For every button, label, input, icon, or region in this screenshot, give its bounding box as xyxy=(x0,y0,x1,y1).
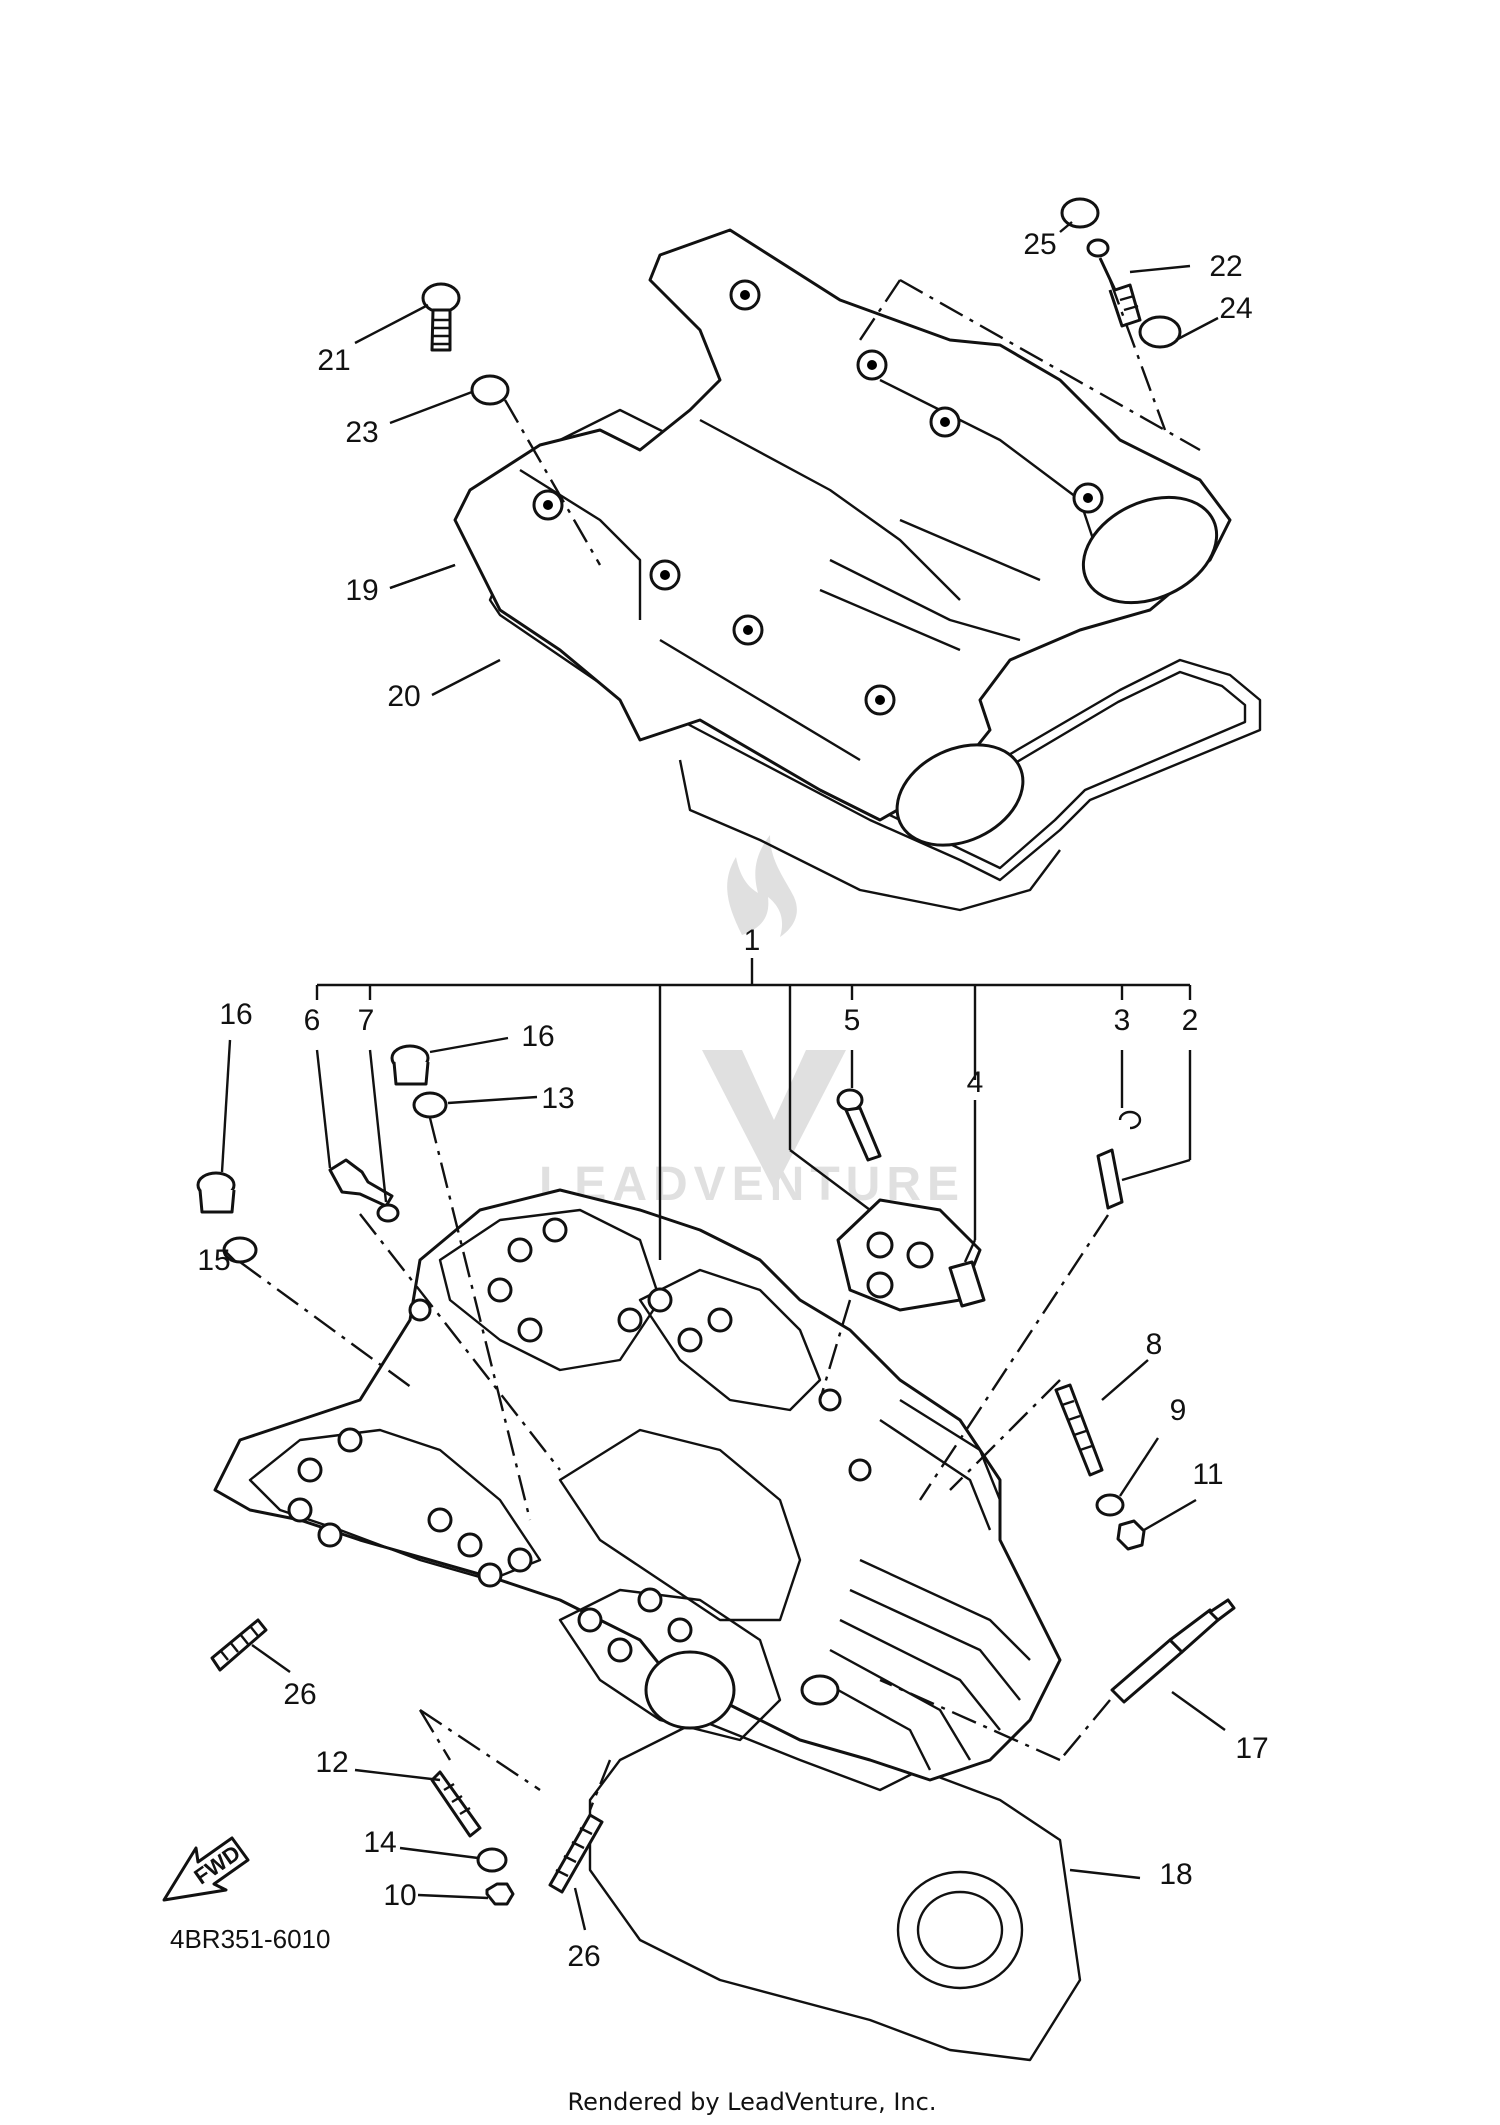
callout-16-right: 16 xyxy=(521,1020,554,1053)
cap-nut-16-right-part xyxy=(390,1044,430,1086)
callout-26-bottom: 26 xyxy=(567,1940,600,1973)
cover-end-cap-bottom xyxy=(895,743,1025,847)
callout-3: 3 xyxy=(1114,1004,1131,1037)
cylinder-head-part xyxy=(213,1188,1062,1782)
washer-14-part xyxy=(476,1847,508,1873)
callout-24: 24 xyxy=(1219,292,1252,325)
cover-bolt-holes xyxy=(532,279,1104,716)
head-gasket-bore xyxy=(896,1870,1024,1990)
cover-ridge-2 xyxy=(699,418,961,601)
washer-7-part xyxy=(376,1203,400,1223)
head-gasket-part xyxy=(588,1718,1082,2062)
cover-ridge-3 xyxy=(659,638,861,762)
bolt-22-part xyxy=(1086,238,1142,328)
callout-19: 19 xyxy=(345,574,378,607)
bearing-cap-4-part xyxy=(836,1198,986,1312)
intake-port-rear xyxy=(800,1674,840,1706)
spark-plug-17-part xyxy=(1110,1598,1236,1704)
clip-3-part xyxy=(1118,1110,1142,1130)
callout-17: 17 xyxy=(1235,1732,1268,1765)
callout-15: 15 xyxy=(197,1244,230,1277)
fwd-arrow-icon xyxy=(162,1836,250,1902)
grommet-23-part xyxy=(470,374,510,406)
callout-8: 8 xyxy=(1146,1328,1163,1361)
callout-14: 14 xyxy=(363,1826,396,1859)
callout-18: 18 xyxy=(1159,1858,1192,1891)
callout-2: 2 xyxy=(1182,1004,1199,1037)
stud-26-bottom-part xyxy=(548,1813,604,1894)
valve-pocket-rear xyxy=(438,1208,662,1372)
callout-13: 13 xyxy=(541,1082,574,1115)
nut-10-part xyxy=(485,1882,515,1906)
washer-9-part xyxy=(1095,1493,1125,1517)
diagram-code: 4BR351-6010 xyxy=(170,1924,330,1954)
stud-12-part xyxy=(430,1770,482,1838)
stud-8-part xyxy=(1054,1383,1104,1477)
callout-20: 20 xyxy=(387,680,420,713)
callout-4: 4 xyxy=(967,1066,984,1099)
callout-5: 5 xyxy=(844,1004,861,1037)
callout-6: 6 xyxy=(304,1004,321,1037)
cylinder-head-cover-assembly xyxy=(421,197,1262,912)
valve-pocket-center xyxy=(558,1428,802,1622)
callout-1: 1 xyxy=(744,924,761,957)
watermark-v-logo-icon xyxy=(702,1050,846,1190)
cooling-fins xyxy=(819,1398,1031,1771)
clip-25-part xyxy=(1060,197,1100,229)
cylinder-head-cover-part xyxy=(453,228,1232,822)
footer-credit: Rendered by LeadVenture, Inc. xyxy=(568,2088,937,2116)
callout-labels: 1 2 3 4 5 6 7 8 9 10 11 12 13 14 15 16 1… xyxy=(197,228,1268,1973)
callout-10: 10 xyxy=(383,1879,416,1912)
cover-end-cap-right xyxy=(1081,495,1219,605)
callout-23: 23 xyxy=(345,416,378,449)
cover-center-rib xyxy=(819,518,1041,652)
callout-12: 12 xyxy=(315,1746,348,1779)
washer-13-part xyxy=(412,1091,448,1119)
cylinder-head-assembly xyxy=(196,1044,1236,2062)
rocker-bolts xyxy=(287,1217,872,1663)
cover-gasket-lower-loop xyxy=(678,759,1061,912)
dowel-2-part xyxy=(1096,1148,1124,1210)
stud-26-left-part xyxy=(210,1618,268,1672)
callout-21: 21 xyxy=(317,344,350,377)
callout-26-left: 26 xyxy=(283,1678,316,1711)
watermark-flame-icon xyxy=(727,835,797,937)
bolt-5-part xyxy=(836,1088,882,1162)
callout-9: 9 xyxy=(1170,1394,1187,1427)
intake-port xyxy=(644,1650,736,1730)
forward-direction-indicator: FWD xyxy=(162,1836,250,1902)
callout-16-left: 16 xyxy=(219,998,252,1031)
callout-11: 11 xyxy=(1192,1458,1223,1491)
callout-25: 25 xyxy=(1023,228,1056,261)
head-gasket-bore-inner xyxy=(916,1890,1004,1970)
callout-7: 7 xyxy=(358,1004,375,1037)
leader-lines xyxy=(220,221,1226,1931)
bolt-21-part xyxy=(421,282,461,352)
cap-nut-16-left-part xyxy=(196,1171,236,1214)
grommet-24-part xyxy=(1138,315,1182,349)
watermark: LEADVENTURE xyxy=(539,835,959,1211)
valve-pocket-rear-right xyxy=(638,1268,822,1412)
bolt-6-part xyxy=(328,1158,394,1208)
callout-22: 22 xyxy=(1209,250,1242,283)
nut-11-part xyxy=(1116,1519,1146,1551)
